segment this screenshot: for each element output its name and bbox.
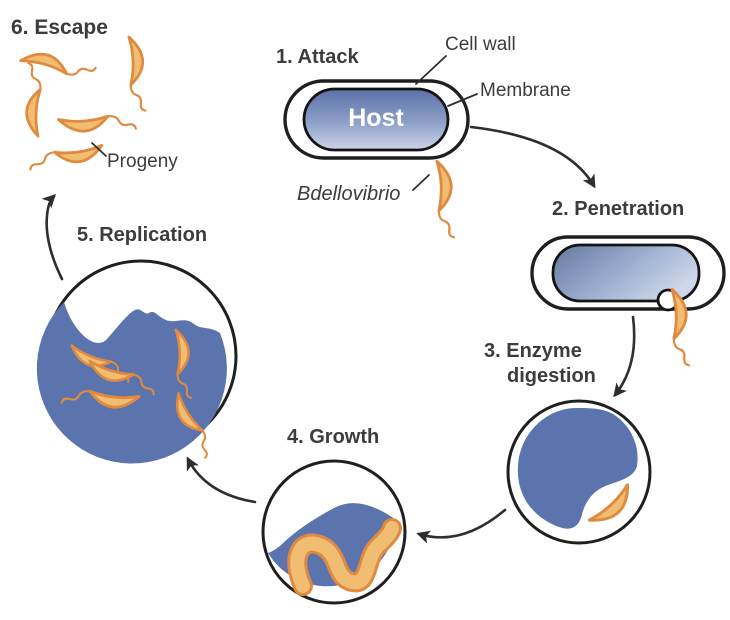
arrow-growth-to-replication: [186, 456, 257, 504]
membrane-label: Membrane: [480, 80, 571, 101]
cell-wall-pointer-line: [415, 55, 447, 85]
stage-label-escape: 6. Escape: [11, 16, 108, 39]
stage-label-penetration: 2. Penetration: [552, 198, 685, 220]
host-membrane: [302, 87, 450, 152]
stage-label-enzyme-digestion-line2: digestion: [507, 365, 596, 387]
growth-cell-group: [261, 459, 407, 605]
bdellovibrio-pointer-line: [412, 174, 430, 191]
arrow-penetration-to-digestion: [613, 315, 636, 398]
penetration-cell-group: [530, 235, 726, 365]
cell-wall-label: Cell wall: [445, 34, 516, 55]
progeny-bacterium-icon: [129, 37, 146, 111]
growing-bdellovibrio-filament: [290, 521, 399, 593]
arrow-digestion-to-growth: [416, 508, 507, 544]
stage-label-replication: 5. Replication: [77, 224, 208, 246]
stage-label-enzyme-digestion-line1: 3. Enzyme: [484, 340, 582, 362]
membrane-pointer-line: [447, 93, 478, 107]
host-cell-group: [283, 55, 478, 160]
penetration-membrane: [551, 243, 701, 303]
enzyme-digestion-cell-group: [506, 399, 652, 545]
progeny-pointer-line: [91, 142, 107, 157]
progeny-bacterium-icon: [29, 145, 104, 169]
arrow-replication-to-escape: [41, 194, 64, 281]
progeny-label: Progeny: [107, 151, 178, 172]
escape-progeny-group: [21, 37, 146, 169]
arrow-attack-to-penetration: [469, 125, 596, 189]
stage-label-growth: 4. Growth: [287, 426, 380, 448]
host-label: Host: [348, 104, 404, 132]
replication-cell-group: [36, 259, 238, 464]
progeny-bacterium-icon: [59, 112, 136, 137]
attacking-bdellovibrio-icon: [437, 161, 454, 237]
bdellovibrio-label: Bdellovibrio: [297, 183, 401, 205]
digestion-cytoplasm-blob: [517, 407, 638, 529]
stage-label-attack: 1. Attack: [276, 46, 359, 68]
progeny-bacterium-icon: [22, 63, 44, 136]
